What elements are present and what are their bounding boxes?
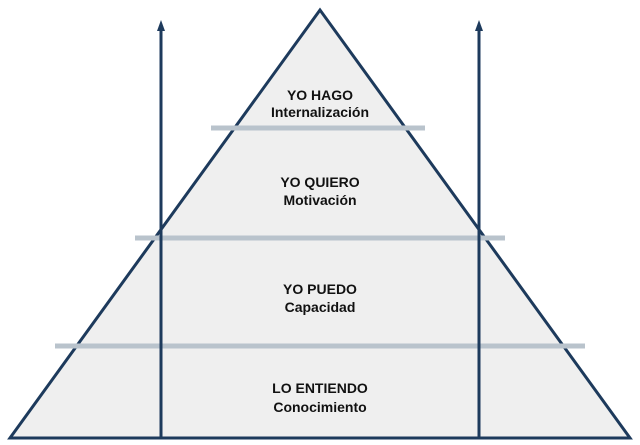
level-1-subtitle: Internalización <box>271 104 369 120</box>
level-3-title: YO PUEDO <box>283 281 357 297</box>
pyramid-triangle <box>7 7 633 440</box>
level-1-title: YO HAGO <box>287 87 353 103</box>
level-2-subtitle: Motivación <box>283 192 356 208</box>
level-3-subtitle: Capacidad <box>285 299 356 315</box>
right-arrow-up-icon <box>475 20 483 438</box>
level-4-title: LO ENTIENDO <box>272 380 368 396</box>
left-arrow-up-icon <box>157 20 165 438</box>
level-4-subtitle: Conocimiento <box>273 399 366 415</box>
level-2-title: YO QUIERO <box>280 174 359 190</box>
